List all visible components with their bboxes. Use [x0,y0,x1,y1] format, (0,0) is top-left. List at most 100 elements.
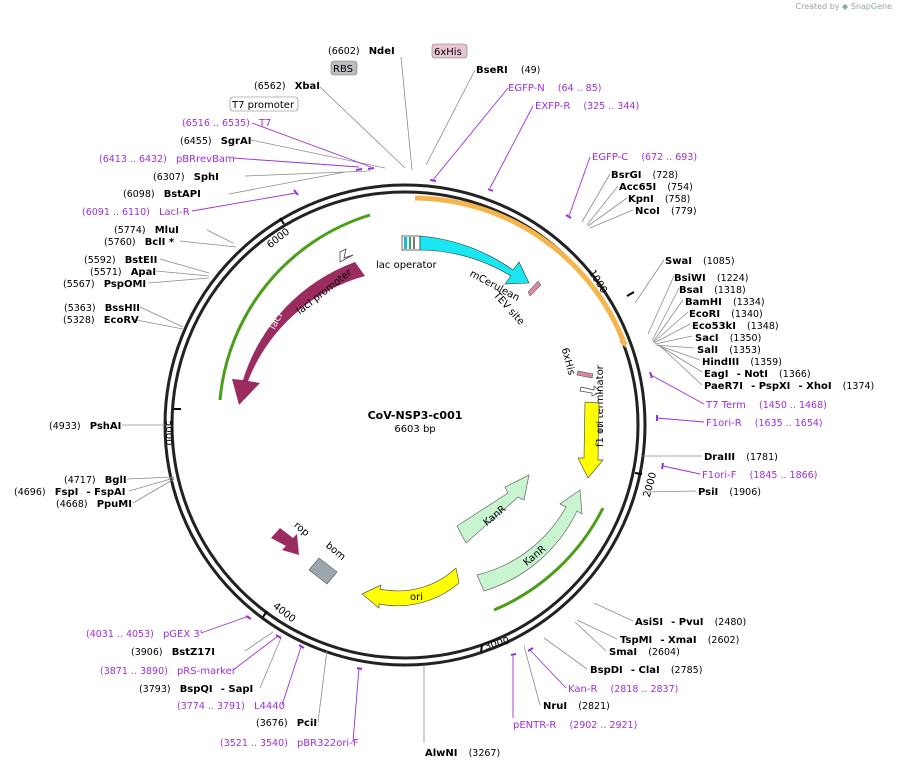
enzyme-BseRI[interactable]: BseRI (49) [476,58,540,77]
primer-pGEX-3[interactable]: (4031 .. 4053) pGEX 3' [86,622,203,641]
enzyme-NruI[interactable]: NruI (2821) [543,694,610,713]
feature-bom[interactable]: bom [308,540,347,585]
enzyme-PaeR7I[interactable]: PaeR7I - PspXI - XhoI (1374) [704,374,874,393]
primer-T7[interactable]: (6516 .. 6535) T7 [182,111,271,130]
enzyme-NcoI[interactable]: NcoI (779) [635,199,697,218]
primer-pRS-marker[interactable]: (3871 .. 3890) pRS-marker [100,659,237,678]
feature-label-lac-operator: lac operator [376,260,437,271]
feature-lac-operator[interactable]: lac operator [376,235,437,271]
tick-label-3000: 3000 [483,636,510,653]
snapgene-logo-icon: ◆ [842,2,849,11]
enzyme-SalI[interactable]: SalI (1353) [697,338,761,357]
tick-label-5000: 5000 [163,420,174,445]
credit-banner: Created by ◆ SnapGene [795,2,892,11]
enzyme-Eco53kI[interactable]: Eco53kI (1348) [692,314,779,333]
credit-prefix: Created by [795,2,840,11]
enzyme-PciI[interactable]: (3676) PciI [256,711,317,730]
enzyme-AlwNI[interactable]: AlwNI (3267) [425,741,500,760]
enzyme-MluI[interactable]: (5774) MluI [114,218,179,237]
enzyme-BamHI[interactable]: BamHI (1334) [685,290,765,309]
enzyme-leader-lines [122,56,703,743]
enzyme-BglI[interactable]: (4717) BglI [64,468,127,487]
primer-EXFP-R[interactable]: EXFP-R (325 .. 344) [535,94,639,113]
enzyme-Acc65I[interactable]: Acc65I (754) [619,175,693,194]
feature-label-6xHis: 6xHis [559,347,577,377]
enzyme-ApaI[interactable]: (5571) ApaI [90,260,156,279]
feature-label-T7-terminator: T7 terminator [595,364,606,435]
enzyme-SphI[interactable]: (6307) SphI [153,165,219,184]
enzyme-PpuMI[interactable]: (4668) PpuMI [56,492,132,511]
enzyme-BsiWI[interactable]: BsiWI (1224) [674,266,748,285]
enzyme-BspDI[interactable]: BspDI - ClaI (2785) [590,658,702,677]
green-arc-left [218,213,371,401]
enzyme-BsrGI[interactable]: BsrGI (728) [611,163,678,182]
enzyme-FspI[interactable]: (4696) FspI - FspAI [14,480,126,499]
primer-Kan-R[interactable]: Kan-R (2818 .. 2837) [568,677,678,696]
feature-label-f1-ori: f1 ori [595,421,606,447]
primer-pBR322ori-F[interactable]: (3521 .. 3540) pBR322ori-F [220,731,359,750]
enzyme-SgrAI[interactable]: (6455) SgrAI [180,129,251,148]
feature-label-bom: bom [323,540,347,563]
enzyme-PspOMI[interactable]: (5567) PspOMI [63,272,146,291]
enzyme-BssHII[interactable]: (5363) BssHII [64,296,140,315]
enzyme-SacI[interactable]: SacI (1350) [695,326,761,345]
enzyme-NdeI[interactable]: (6602) NdeI [328,39,395,58]
enzyme-SwaI[interactable]: SwaI (1085) [665,249,735,268]
enzyme-KpnI[interactable]: KpnI (758) [628,187,690,206]
plasmid-name: CoV-NSP3-c001 [368,409,463,422]
feature-f1-ori[interactable]: f1 ori [577,401,606,479]
enzyme-labels: (6602) NdeI BseRI (49) (6562) XbaI (6455… [14,39,874,760]
enzyme-XbaI[interactable]: (6562) XbaI [254,74,320,93]
primer-LacI-R[interactable]: (6091 .. 6110) LacI-R [82,200,190,219]
feature-label-ori: ori [410,592,423,603]
boxed-label-RBS[interactable]: RBS [330,60,358,76]
enzyme-BstEII[interactable]: (5592) BstEII [84,248,157,267]
backbone-inner [170,190,640,660]
primer-EGFP-C[interactable]: EGFP-C (672 .. 693) [592,145,697,164]
feature-lacI[interactable]: lacI [232,262,365,405]
enzyme-AsiSI[interactable]: AsiSI - PvuI (2480) [635,610,746,629]
boxed-label-T7-promoter[interactable]: T7 promoter [229,96,299,112]
enzyme-HindIII[interactable]: HindIII (1359) [702,350,782,369]
enzyme-BstAPI[interactable]: (6098) BstAPI [123,182,201,201]
boxed-label-6xHis[interactable]: 6xHis [431,43,468,59]
enzyme-BclI[interactable]: (5760) BclI * [104,230,175,249]
enzyme-TspMI[interactable]: TspMI - XmaI (2602) [620,628,739,647]
enzyme-EagI[interactable]: EagI - NotI (1366) [704,362,811,381]
enzyme-BspQI[interactable]: (3793) BspQI - SapI [139,677,253,696]
primer-pBRrevBam[interactable]: (6413 .. 6432) pBRrevBam [99,147,235,166]
svg-text:6xHis: 6xHis [434,47,462,58]
primer-labels: EGFP-N (64 .. 85) EXFP-R (325 .. 344) EG… [82,76,827,750]
primer-F1ori-F[interactable]: F1ori-F (1845 .. 1866) [702,463,817,482]
feature-label-rop: rop [291,520,311,539]
enzyme-EcoRI[interactable]: EcoRI (1340) [689,302,763,321]
orf-highlight-arrow [619,338,626,348]
enzyme-EcoRV[interactable]: (5328) EcoRV [63,308,139,327]
feature-T7-terminator[interactable]: T7 terminator [579,364,606,435]
orf-highlight-arc [414,195,628,346]
enzyme-BsaI[interactable]: BsaI (1318) [679,278,746,297]
feature-6xHis[interactable]: 6xHis [559,347,594,379]
tick-label-4000: 4000 [271,601,298,625]
feature-KanR-1[interactable]: KanR [456,474,530,544]
tick-label-2000: 2000 [642,471,659,498]
primer-leader-lines [191,87,705,743]
enzyme-BstZ17I[interactable]: (3906) BstZ17I [131,640,215,659]
primer-EGFP-N[interactable]: EGFP-N (64 .. 85) [508,76,601,95]
primer-T7-Term[interactable]: T7 Term (1450 .. 1468) [705,393,827,412]
feature-rop[interactable]: rop [271,520,311,555]
primer-F1ori-R[interactable]: F1ori-R (1635 .. 1654) [706,411,823,430]
primer-L4440[interactable]: (3774 .. 3791) L4440 [177,694,285,713]
primer-pENTR-R[interactable]: pENTR-R (2902 .. 2921) [513,713,637,732]
plasmid-size: 6603 bp [394,424,435,435]
svg-text:RBS: RBS [333,64,353,75]
svg-text:T7 promoter: T7 promoter [231,100,295,111]
enzyme-DraIII[interactable]: DraIII (1781) [704,445,778,464]
credit-brand: SnapGene [850,2,892,11]
enzyme-SmaI[interactable]: SmaI (2604) [609,640,680,659]
green-arc-right [493,507,605,612]
feature-ori[interactable]: ori [361,567,460,609]
enzyme-PshAI[interactable]: (4933) PshAI [49,414,121,433]
enzyme-PsiI[interactable]: PsiI (1906) [698,480,761,499]
